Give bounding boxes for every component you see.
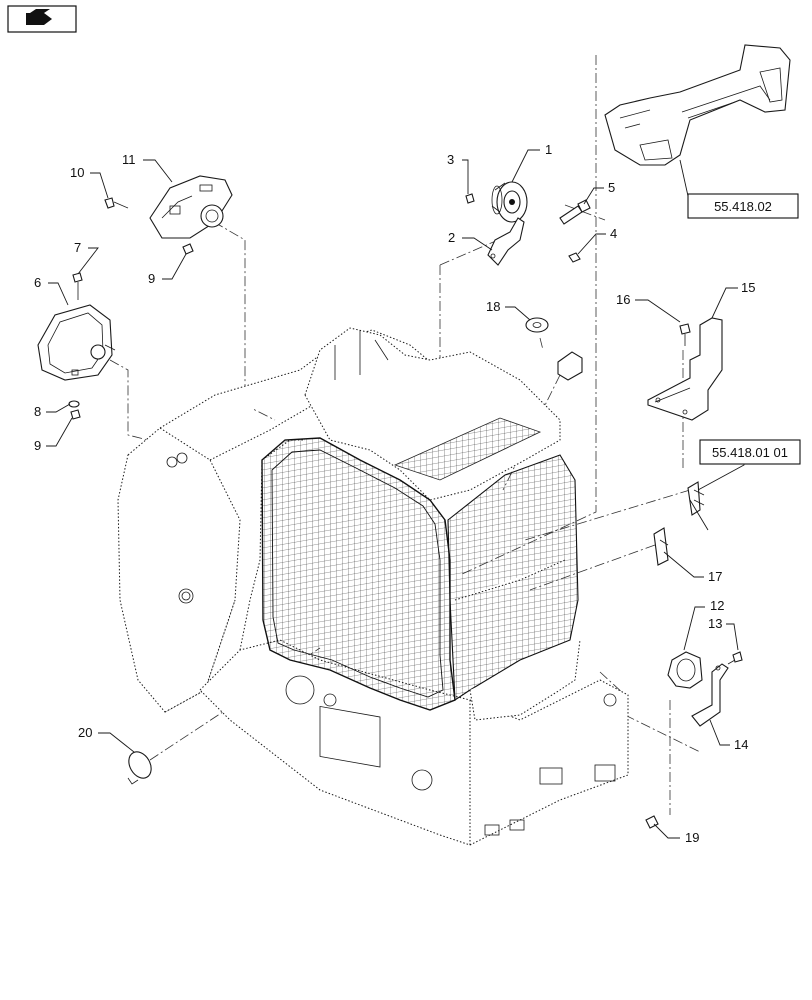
callout-17: 17	[708, 569, 722, 584]
callout-6: 6	[34, 275, 41, 290]
horn	[491, 181, 528, 223]
nut-9-top	[182, 243, 194, 255]
cable-tie-20	[127, 751, 152, 785]
beacon-12	[667, 651, 703, 689]
horn-bracket	[487, 217, 525, 266]
side-screen	[447, 454, 579, 701]
bracket-15	[647, 317, 723, 421]
callout-11: 11	[122, 152, 136, 167]
washer-8	[68, 400, 80, 408]
callout-7: 7	[74, 240, 81, 255]
callout-15: 15	[741, 280, 755, 295]
callout-8: 8	[34, 404, 41, 419]
callout-16: 16	[616, 292, 630, 307]
callout-19: 19	[685, 830, 699, 845]
nut-4	[568, 252, 581, 263]
callout-14: 14	[734, 737, 748, 752]
callout-9b: 9	[34, 438, 41, 453]
roof-vent	[393, 417, 542, 481]
rear-light-bar	[604, 44, 791, 166]
work-light-11	[149, 175, 233, 239]
bolt-16	[679, 323, 691, 346]
callout-4: 4	[610, 226, 617, 241]
connector	[557, 351, 583, 381]
callout-3: 3	[447, 152, 454, 167]
reference-label: 55.418.02	[714, 199, 772, 214]
callout-1: 1	[545, 142, 552, 157]
callout-2: 2	[448, 230, 455, 245]
callout-18: 18	[486, 299, 500, 314]
reference-label: 55.418.01 01	[712, 445, 788, 460]
switch-55-418-01	[687, 481, 705, 516]
nut-3	[465, 193, 475, 204]
callout-5: 5	[608, 180, 615, 195]
callout-10: 10	[70, 165, 84, 180]
callout-9a: 9	[148, 271, 155, 286]
bolt-10	[104, 197, 129, 209]
front-screen	[261, 437, 456, 711]
grommet-18	[525, 317, 549, 333]
bolt-5	[559, 199, 591, 225]
bolt-13	[727, 651, 743, 665]
page-turn-icon[interactable]	[7, 5, 77, 33]
callout-13: 13	[708, 616, 722, 631]
callout-labels: 1 2 3 4 5 6 7 8 9 9 10 11 12 13 14 15 16…	[34, 142, 755, 845]
cab-frame	[117, 327, 629, 846]
callout-20: 20	[78, 725, 92, 740]
clip-17	[653, 527, 669, 566]
bracket-14	[691, 663, 729, 727]
work-light-6	[37, 304, 116, 381]
reference-55-418-02[interactable]: 55.418.02	[687, 193, 799, 219]
reference-55-418-01-01[interactable]: 55.418.01 01	[699, 439, 801, 465]
nut-9-bottom	[70, 409, 81, 420]
callout-12: 12	[710, 598, 724, 613]
bolt-7	[72, 272, 83, 300]
